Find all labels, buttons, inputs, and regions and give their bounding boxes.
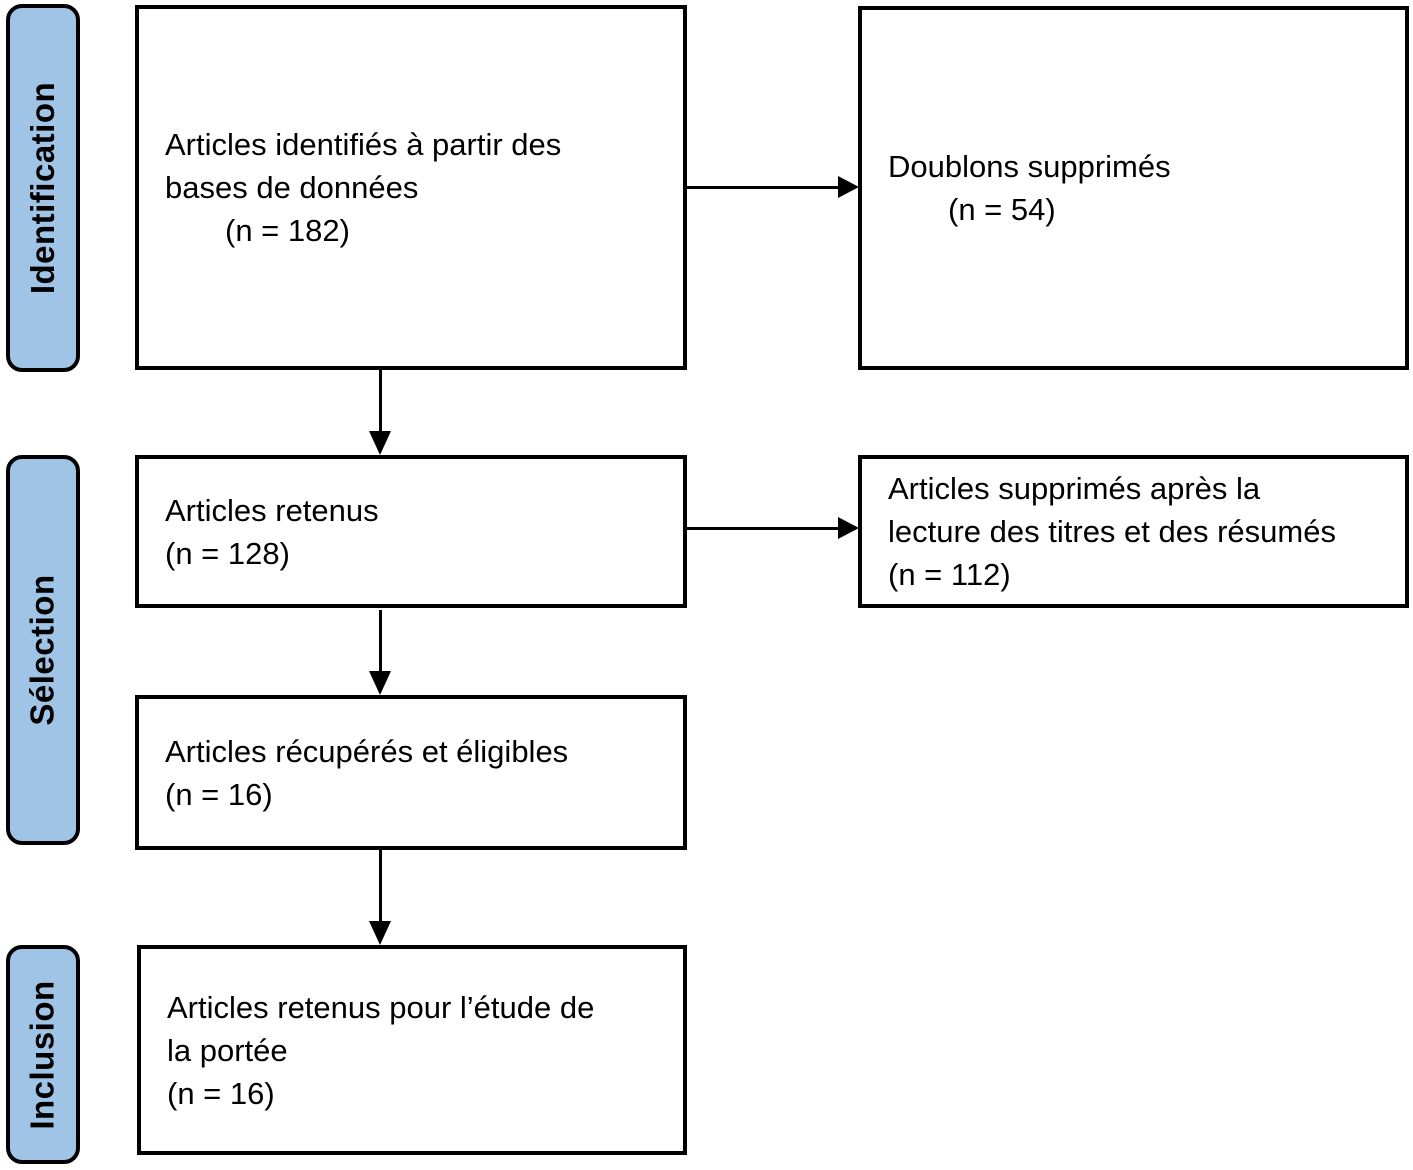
arrow-eligible-to-included-head [369, 921, 391, 945]
arrow-retained-to-eligible-line [379, 610, 382, 671]
box-line-count: (n = 112) [888, 557, 1011, 592]
box-line: Doublons supprimés [888, 149, 1171, 184]
box-line: Articles récupérés et éligibles [165, 733, 569, 769]
box-articles-identified: Articles identifiés à partir des bases d… [135, 5, 687, 370]
box-line: bases de données [165, 170, 419, 205]
box-articles-retrieved-eligible: Articles récupérés et éligibles (n = 16) [135, 695, 687, 850]
stage-tag-selection-label: Sélection [24, 574, 61, 726]
stage-tag-selection: Sélection [6, 455, 80, 845]
stage-tag-inclusion: Inclusion [6, 945, 80, 1164]
arrow-eligible-to-included-line [379, 850, 382, 921]
arrow-identified-to-retained-head [369, 431, 391, 455]
box-line: Articles retenus pour l’étude de [167, 989, 595, 1025]
arrow-identified-to-duplicates-line [687, 186, 840, 189]
arrow-identified-to-retained-line [379, 370, 382, 431]
box-line: Articles supprimés après la [888, 471, 1261, 506]
box-duplicates-removed-text: Doublons supprimés (n = 54) [862, 145, 1405, 231]
box-line-count: (n = 54) [948, 192, 1056, 227]
box-line-count: (n = 128) [165, 535, 290, 571]
arrow-retained-to-eligible-head [369, 671, 391, 695]
arrow-retained-to-excluded-line [687, 527, 840, 530]
box-articles-included-scoping-text: Articles retenus pour l’étude de la port… [141, 986, 683, 1115]
box-line: Articles identifiés à partir des [165, 127, 562, 162]
box-duplicates-removed: Doublons supprimés (n = 54) [858, 6, 1409, 370]
box-line: lecture des titres et des résumés [888, 514, 1336, 549]
box-articles-retrieved-eligible-text: Articles récupérés et éligibles (n = 16) [139, 730, 683, 816]
box-line: la portée [167, 1032, 288, 1068]
box-articles-retained-text: Articles retenus (n = 128) [139, 489, 683, 575]
box-line-count: (n = 16) [165, 776, 273, 812]
stage-tag-identification: Identification [6, 4, 80, 372]
box-line-count: (n = 16) [167, 1075, 275, 1111]
stage-tag-identification-label: Identification [24, 81, 61, 295]
box-articles-retained: Articles retenus (n = 128) [135, 455, 687, 608]
stage-tag-inclusion-label: Inclusion [24, 979, 61, 1130]
arrow-retained-to-excluded-head [838, 517, 859, 539]
box-articles-excluded-text: Articles supprimés après la lecture des … [862, 467, 1405, 596]
box-articles-identified-text: Articles identifiés à partir des bases d… [139, 123, 683, 252]
box-line-count: (n = 182) [225, 213, 350, 248]
box-line: Articles retenus [165, 492, 379, 528]
box-articles-excluded-titles-abstracts: Articles supprimés après la lecture des … [858, 455, 1409, 608]
box-articles-included-scoping: Articles retenus pour l’étude de la port… [137, 945, 687, 1155]
arrow-identified-to-duplicates-head [838, 176, 859, 198]
